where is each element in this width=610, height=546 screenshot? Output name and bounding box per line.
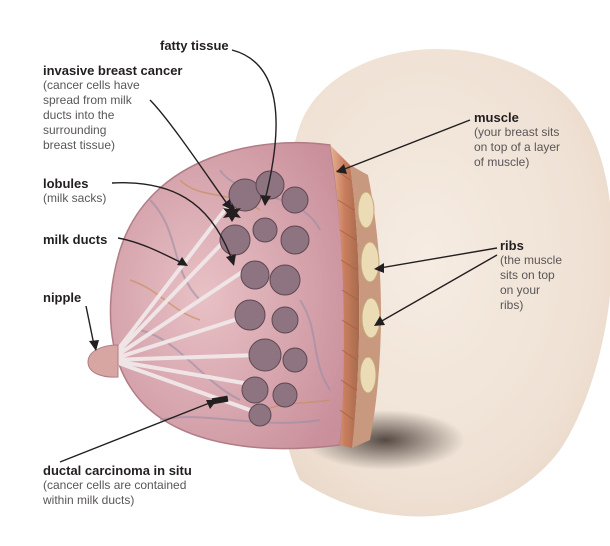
leader-ribs-a xyxy=(379,247,498,269)
leader-lobules xyxy=(111,182,233,261)
label-muscle-desc: (your breast sits on top of a layer of m… xyxy=(474,125,561,169)
label-invasive-title: invasive breast cancer xyxy=(43,63,183,78)
label-ribs-title: ribs xyxy=(500,238,524,253)
label-lobules-title: lobules xyxy=(43,176,89,191)
dcis-marker xyxy=(211,395,229,405)
leader-nipple xyxy=(85,305,95,346)
leader-muscle xyxy=(341,119,471,171)
leader-arrowheads xyxy=(89,164,385,409)
leader-invasive xyxy=(149,99,229,206)
rib-4 xyxy=(359,356,377,394)
label-invasive-breast-cancer: invasive breast cancer (cancer cells hav… xyxy=(43,63,182,153)
label-fatty-tissue: fatty tissue xyxy=(160,38,229,53)
label-ribs: ribs (the muscle sits on top on your rib… xyxy=(500,238,562,313)
milk-ducts xyxy=(108,188,262,412)
muscle-layer xyxy=(330,145,360,448)
label-milk-ducts: milk ducts xyxy=(43,232,107,247)
label-ribs-desc: (the muscle sits on top on your ribs) xyxy=(500,253,563,312)
label-muscle-title: muscle xyxy=(474,110,519,125)
label-dcis-title: ductal carcinoma in situ xyxy=(43,463,192,478)
leader-ribs-b xyxy=(379,254,498,323)
muscle-fibers xyxy=(335,169,359,421)
rib-2 xyxy=(360,241,380,283)
label-dcis: ductal carcinoma in situ (cancer cells a… xyxy=(43,463,192,508)
lobules xyxy=(219,170,310,427)
leader-milk-ducts xyxy=(117,237,183,264)
rib-3 xyxy=(361,297,381,339)
leader-dcis xyxy=(59,401,213,463)
label-muscle: muscle (your breast sits on top of a lay… xyxy=(474,110,560,170)
label-nipple-title: nipple xyxy=(43,290,82,305)
label-milk-ducts-title: milk ducts xyxy=(43,232,108,247)
label-lobules: lobules (milk sacks) xyxy=(43,176,106,206)
leader-lines xyxy=(59,49,498,463)
invasive-cancer-marker xyxy=(223,203,241,222)
label-nipple: nipple xyxy=(43,290,81,305)
label-invasive-desc: (cancer cells have spread from milk duct… xyxy=(43,78,140,152)
label-dcis-desc: (cancer cells are contained within milk … xyxy=(43,478,187,507)
label-fatty-tissue-title: fatty tissue xyxy=(160,38,229,53)
rib-1 xyxy=(357,191,375,229)
leader-fatty-tissue xyxy=(231,49,277,201)
nipple xyxy=(87,344,119,378)
label-lobules-desc: (milk sacks) xyxy=(43,191,107,205)
